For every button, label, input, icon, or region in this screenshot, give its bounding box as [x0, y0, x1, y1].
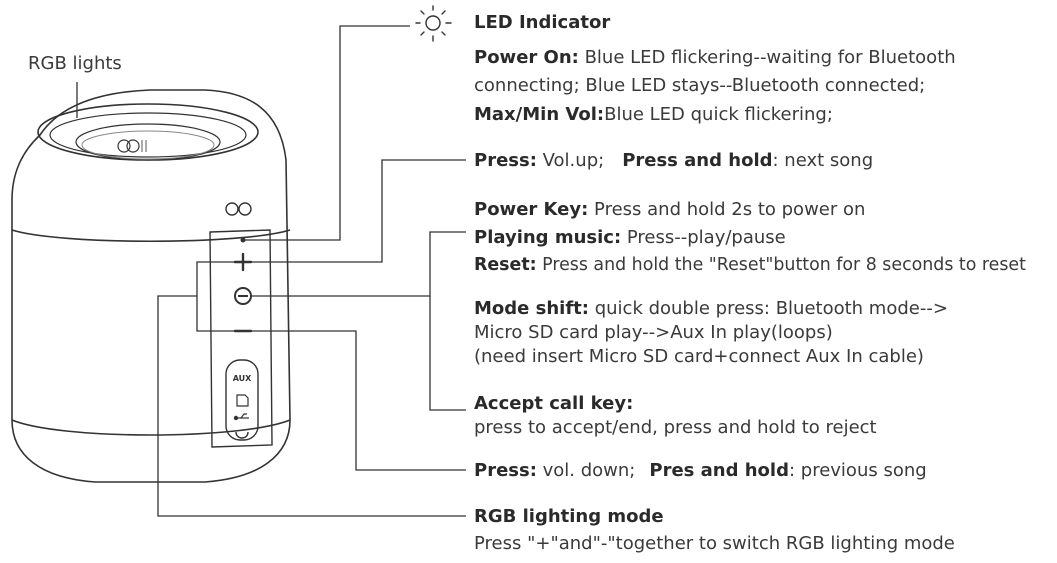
led-power-on-text: Blue LED flickering--waiting for Bluetoo…: [578, 47, 956, 68]
leader-rgb-mode: [157, 295, 466, 517]
led-power-on-line2: connecting; Blue LED stays--Bluetooth co…: [474, 75, 926, 96]
voldown-hold-key: Pres and hold: [649, 460, 789, 481]
control-strip: [209, 229, 273, 448]
aux-port-label: AUX: [233, 374, 252, 383]
led-maxmin-key: Max/Min Vol:: [474, 104, 605, 125]
power-key-key: Power Key:: [474, 199, 589, 220]
leader-lines: [76, 25, 466, 517]
led-power-on-line: Power On: Blue LED flickering--waiting f…: [474, 47, 956, 69]
led-indicator-icon: [415, 5, 452, 42]
mode-shift-line3: (need insert Micro SD card+connect Aux I…: [474, 346, 924, 367]
volup-press-key: Press:: [474, 150, 537, 171]
accept-call-heading: Accept call key:: [474, 393, 634, 414]
rgb-mode-text: Press "+"and"-"together to switch RGB li…: [474, 533, 955, 554]
voldown-hold-text: : previous song: [788, 460, 927, 481]
led-maxmin-text: Blue LED quick flickering;: [604, 104, 833, 125]
playing-music-line: Playing music: Press--play/pause: [474, 227, 786, 249]
speaker-body: [11, 89, 291, 483]
volup-press-text: Vol.up;: [536, 150, 605, 171]
cover-tab: [235, 431, 249, 439]
power-key-line: Power Key: Press and hold 2s to power on: [474, 199, 865, 221]
leader-voldown: [251, 330, 466, 471]
led-power-on-key: Power On:: [474, 47, 579, 68]
mode-shift-key: Mode shift:: [474, 298, 589, 319]
reset-line: Reset: Press and hold the "Reset"button …: [474, 254, 1026, 276]
voldown-line: Press: vol. down; Pres and hold: previous…: [474, 460, 927, 482]
volup-line: Press: Vol.up; Press and hold: next song: [474, 150, 873, 172]
port-cover: [225, 359, 259, 441]
accept-call-text: press to accept/end, press and hold to r…: [474, 417, 877, 438]
leader-led: [243, 25, 410, 241]
leader-power: [251, 231, 466, 297]
plus-button-icon: [233, 252, 253, 272]
rgb-mode-heading: RGB lighting mode: [474, 506, 664, 527]
sd-card-icon: [236, 394, 249, 407]
voldown-press-text: vol. down;: [536, 460, 636, 481]
mode-button-icon: [234, 287, 252, 305]
usb-icon: [233, 413, 249, 421]
top-light-rings: [37, 103, 259, 161]
leader-bracket: [196, 261, 235, 332]
power-key-text: Press and hold 2s to power on: [588, 199, 866, 220]
volup-hold-key: Press and hold: [622, 150, 773, 171]
leader-volup: [251, 159, 466, 263]
mode-shift-text: quick double press: Bluetooth mode-->: [588, 298, 948, 319]
volup-hold-text: : next song: [772, 150, 874, 171]
playing-music-key: Playing music:: [474, 227, 622, 248]
voldown-press-key: Press:: [474, 460, 537, 481]
side-holes: [225, 202, 252, 216]
reset-text: Press and hold the "Reset"button for 8 s…: [536, 255, 1026, 275]
mode-shift-line: Mode shift: quick double press: Bluetoot…: [474, 298, 948, 320]
rgb-lights-label: RGB lights: [28, 53, 122, 74]
mode-shift-line2: Micro SD card play-->Aux In play(loops): [474, 322, 833, 343]
playing-music-text: Press--play/pause: [621, 227, 786, 248]
led-indicator-heading: LED Indicator: [474, 12, 611, 33]
top-logo: [117, 139, 147, 153]
reset-key: Reset:: [474, 255, 537, 275]
leader-mode: [429, 296, 466, 411]
led-maxmin-line: Max/Min Vol:Blue LED quick flickering;: [474, 104, 833, 126]
